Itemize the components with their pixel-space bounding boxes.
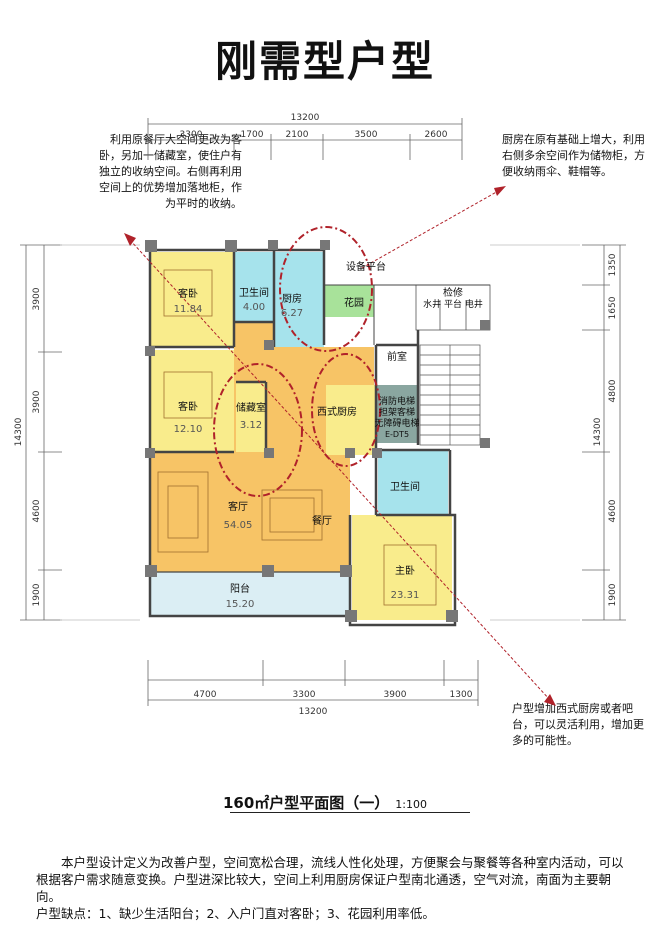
page-title: 刚需型户型	[214, 37, 435, 86]
area-living: 54.05	[224, 520, 253, 531]
fill-elevator	[376, 385, 418, 443]
dim-left-total: 14300	[14, 417, 24, 446]
label-front-hall: 前室	[387, 350, 407, 363]
caption-underline	[230, 812, 470, 813]
dim-top-4: 2600	[425, 130, 448, 140]
note-left: 利用原餐厅大空间更改为客卧，另加一储藏室，使住户有独立的收纳空间。右侧再利用空间…	[99, 133, 242, 210]
dim-left-0: 3900	[32, 287, 42, 310]
area-storage: 3.12	[240, 420, 262, 431]
label-guest-bed-2: 客卧	[178, 400, 198, 413]
area-guest-bed-2: 12.10	[174, 424, 203, 435]
label-bath-2: 卫生间	[390, 480, 420, 493]
highlight-west-kitchen	[311, 353, 381, 467]
dim-top-total: 13200	[291, 113, 320, 123]
dim-top-3: 3500	[355, 130, 378, 140]
dim-top-1: 1700	[241, 130, 264, 140]
description: 本户型设计定义为改善户型，空间宽松合理，流线人性化处理，方便聚会与聚餐等各种室内…	[36, 854, 630, 922]
room-labels: 客卧 11.84 卫生间 4.00 厨房 6.27 设备平台 花园 检修 水井 …	[174, 260, 483, 610]
dim-right-2: 4800	[608, 379, 618, 402]
fill-west-kitchen	[326, 385, 376, 455]
label-bath-1: 卫生间	[239, 286, 269, 299]
label-elevator-2: 担架客梯	[379, 406, 415, 418]
arrowheads	[124, 186, 556, 706]
dim-left-3: 1900	[32, 583, 42, 606]
highlight-kitchen	[279, 226, 373, 352]
description-paragraph-2: 户型缺点：1、缺少生活阳台；2、入户门直对客卧；3、花园利用率低。	[36, 906, 435, 921]
fill-living	[150, 452, 350, 572]
label-dining: 餐厅	[312, 514, 332, 527]
dim-right-0: 1350	[608, 253, 618, 276]
label-elevator-1: 消防电梯	[379, 395, 415, 407]
highlight-ellipses	[213, 226, 381, 497]
label-living: 客厅	[228, 500, 248, 513]
area-kitchen: 6.27	[281, 308, 303, 319]
plan-scale: 1:100	[395, 798, 427, 811]
dimension-lines	[20, 118, 626, 706]
columns	[145, 240, 490, 622]
fill-bath-1	[234, 252, 274, 322]
staircase	[419, 344, 481, 446]
furniture	[157, 269, 437, 606]
dim-bottom-2: 3900	[384, 690, 407, 700]
dim-left-1: 3900	[32, 390, 42, 413]
area-master-bed: 23.31	[391, 590, 420, 601]
dim-right-1: 1650	[608, 296, 618, 319]
fill-master-bed	[352, 515, 452, 620]
fill-garden	[324, 285, 374, 317]
dim-bottom-3: 1300	[450, 690, 473, 700]
dim-bottom-0: 4700	[194, 690, 217, 700]
plan-caption-text: 160㎡户型平面图（一）	[222, 794, 390, 812]
label-shaft: 检修	[443, 286, 463, 299]
dim-left-2: 4600	[32, 499, 42, 522]
dim-right-4: 1900	[608, 583, 618, 606]
label-west-kitchen: 西式厨房	[317, 405, 357, 418]
dim-right-3: 4600	[608, 499, 618, 522]
plan-caption: 160㎡户型平面图（一） 1:100	[0, 792, 650, 813]
label-platform: 设备平台	[346, 260, 386, 273]
label-elevator-4: E-DT5	[385, 430, 409, 439]
label-balcony: 阳台	[230, 582, 250, 595]
fill-storage	[236, 382, 266, 452]
label-storage: 储藏室	[236, 401, 266, 414]
fill-guest-bed-2	[150, 350, 234, 452]
label-elevator-3: 无障碍电梯	[374, 417, 419, 429]
label-guest-bed-1: 客卧	[178, 287, 198, 300]
label-kitchen: 厨房	[282, 292, 302, 305]
floor-plan: 13200 3300 1700 2100 3500 2600 4700 3300…	[14, 113, 626, 717]
dim-top-2: 2100	[286, 130, 309, 140]
dim-top-0: 3300	[180, 130, 203, 140]
label-shaft-2: 水井 平台 电井	[423, 298, 483, 310]
dim-right-total: 14300	[593, 417, 603, 446]
label-garden: 花园	[344, 296, 364, 309]
fill-balcony	[150, 572, 350, 616]
label-master-bed: 主卧	[395, 564, 415, 577]
description-paragraph-1: 本户型设计定义为改善户型，空间宽松合理，流线人性化处理，方便聚会与聚餐等各种室内…	[36, 855, 624, 904]
dim-bottom-total: 13200	[299, 707, 328, 717]
note-bottom: 户型增加西式厨房或者吧台，可以灵活利用，增加更多的可能性。	[512, 702, 644, 747]
highlight-storage	[213, 363, 303, 497]
note-right: 厨房在原有基础上增大，利用右侧多余空间作为储物柜，方便收纳雨伞、鞋帽等。	[502, 133, 645, 178]
area-bath-1: 4.00	[243, 302, 265, 313]
area-guest-bed-1: 11.84	[174, 304, 203, 315]
area-balcony: 15.20	[226, 599, 255, 610]
dim-bottom-1: 3300	[293, 690, 316, 700]
annotation-arrows	[129, 189, 551, 701]
fill-bath-2	[378, 450, 448, 515]
